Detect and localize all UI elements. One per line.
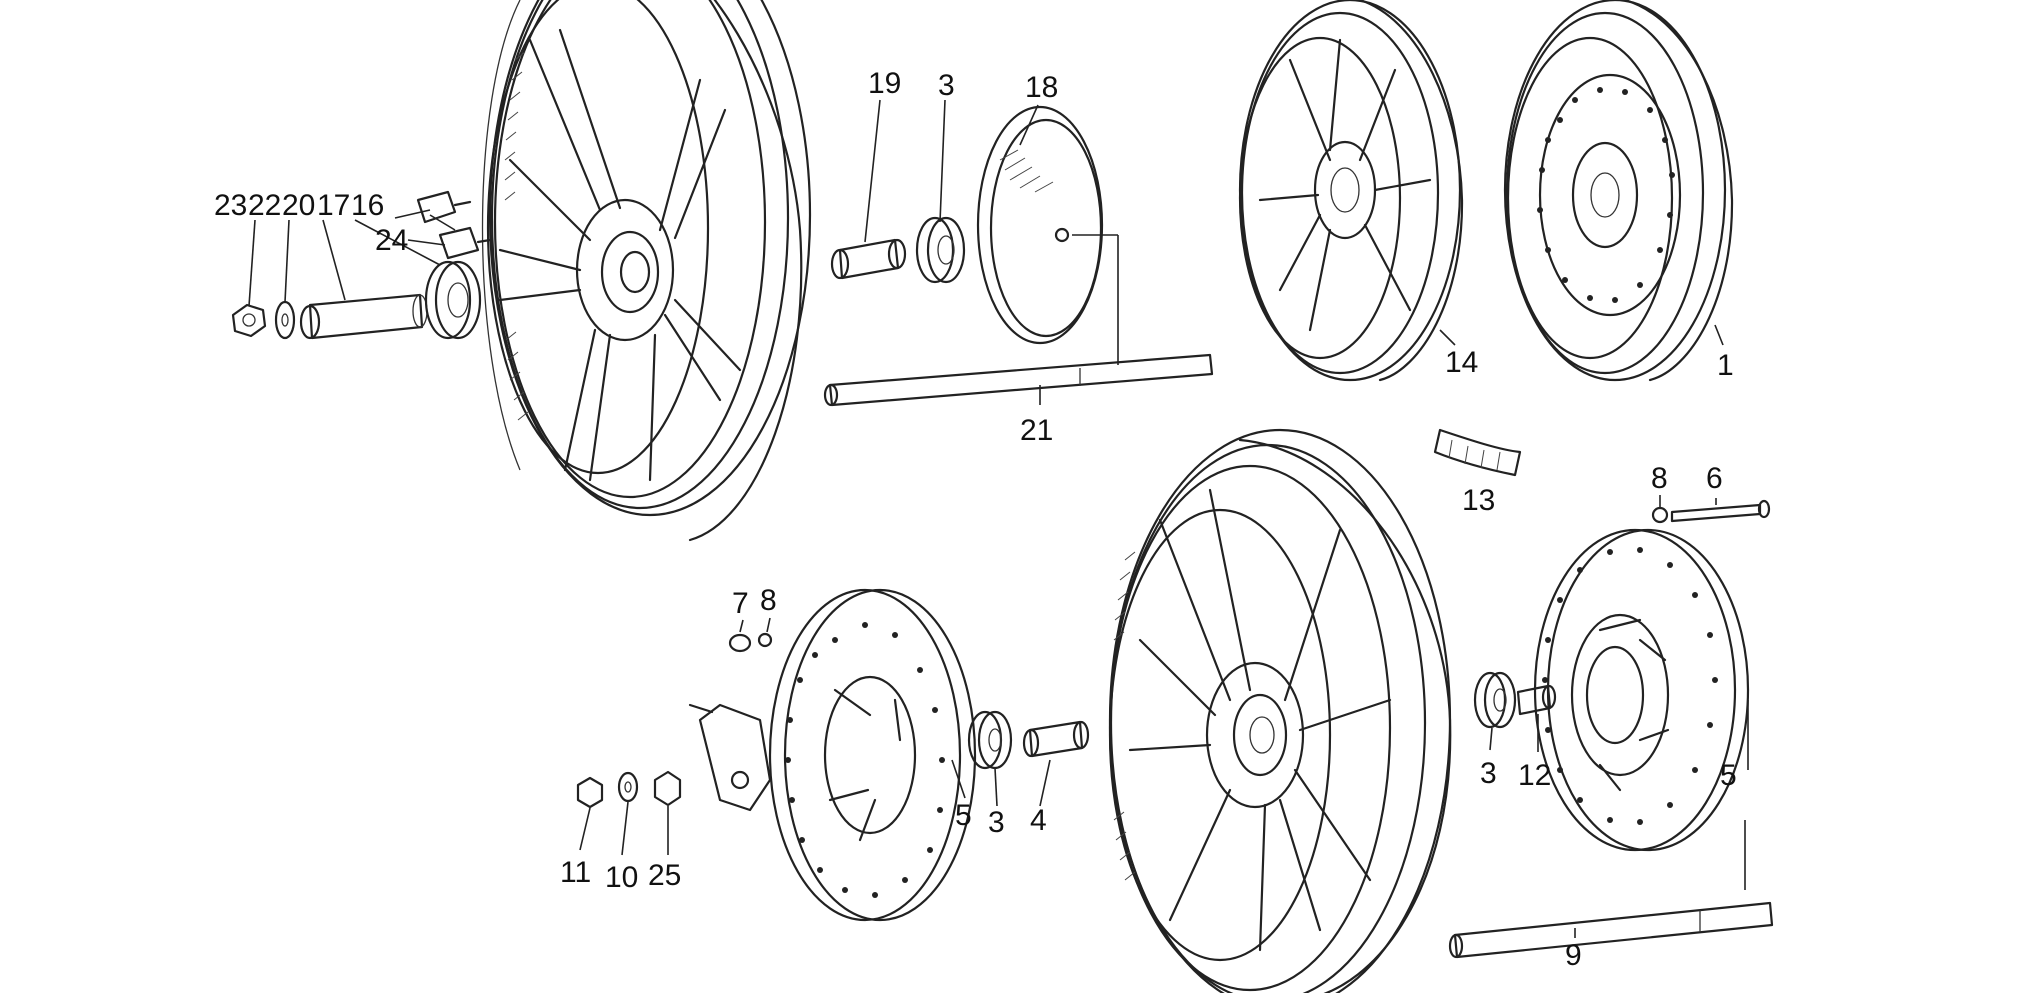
callout-1: 1	[1717, 349, 1734, 382]
callout-3-right: 3	[1480, 757, 1497, 790]
callout-17: 17	[317, 189, 350, 222]
callout-23: 23	[214, 189, 247, 222]
leader-lines	[248, 99, 1749, 938]
callout-10: 10	[605, 861, 638, 894]
spacer-19	[830, 238, 907, 280]
valve-24	[438, 226, 492, 260]
callout-19: 19	[868, 67, 901, 100]
callout-20: 20	[282, 189, 315, 222]
spacer-4	[1022, 720, 1090, 758]
bolt-6	[1670, 499, 1771, 523]
callout-8-left: 8	[760, 584, 777, 617]
callout-22: 22	[248, 189, 281, 222]
callout-9: 9	[1565, 939, 1582, 972]
bearing-3-right	[1473, 671, 1517, 729]
callout-14: 14	[1445, 346, 1478, 379]
wheel-1	[1503, 0, 1734, 382]
callout-21: 21	[1020, 414, 1053, 447]
bearing-17	[424, 260, 482, 340]
callout-11: 11	[560, 856, 591, 889]
rear-wheel-large	[1108, 428, 1452, 993]
washer-8-right	[1651, 506, 1669, 524]
callout-7: 7	[732, 587, 749, 620]
wheel-14	[1238, 0, 1464, 382]
axle-21	[823, 234, 1214, 407]
callout-12: 12	[1518, 759, 1551, 792]
hub-cover-18	[976, 105, 1104, 345]
brake-disc-left	[768, 588, 977, 922]
washer-22	[274, 300, 296, 340]
callout-13: 13	[1462, 484, 1495, 517]
bolt-7	[728, 633, 752, 653]
callout-4: 4	[1030, 804, 1047, 837]
callout-18: 18	[1025, 71, 1058, 104]
callout-25: 25	[648, 859, 681, 892]
callout-5-right: 5	[1720, 759, 1737, 792]
callout-8-right: 8	[1651, 462, 1668, 495]
callout-3-left: 3	[988, 806, 1005, 839]
spacer-20	[299, 293, 428, 340]
callout-24: 24	[375, 224, 408, 257]
axle-9	[1448, 820, 1774, 959]
axle-nut-23	[231, 303, 267, 338]
washer-10	[617, 771, 639, 803]
callout-3-top: 3	[938, 69, 955, 102]
pad-segment-13	[1433, 428, 1522, 477]
washer-8-left	[757, 632, 773, 648]
nut-11	[576, 776, 604, 809]
callout-6: 6	[1706, 462, 1723, 495]
brake-caliper	[688, 703, 772, 812]
callout-5-left: 5	[955, 799, 972, 832]
nut-25	[653, 770, 682, 807]
brake-disc-right	[1533, 528, 1750, 852]
callout-labels: 23 22 20 17 16 24 19 3 18 21 14 1 13 8 6…	[214, 67, 1737, 972]
valve-cap-16	[416, 190, 472, 224]
callout-16: 16	[351, 189, 384, 222]
bearing-3-top	[915, 216, 966, 284]
front-wheel-large	[481, 0, 812, 542]
